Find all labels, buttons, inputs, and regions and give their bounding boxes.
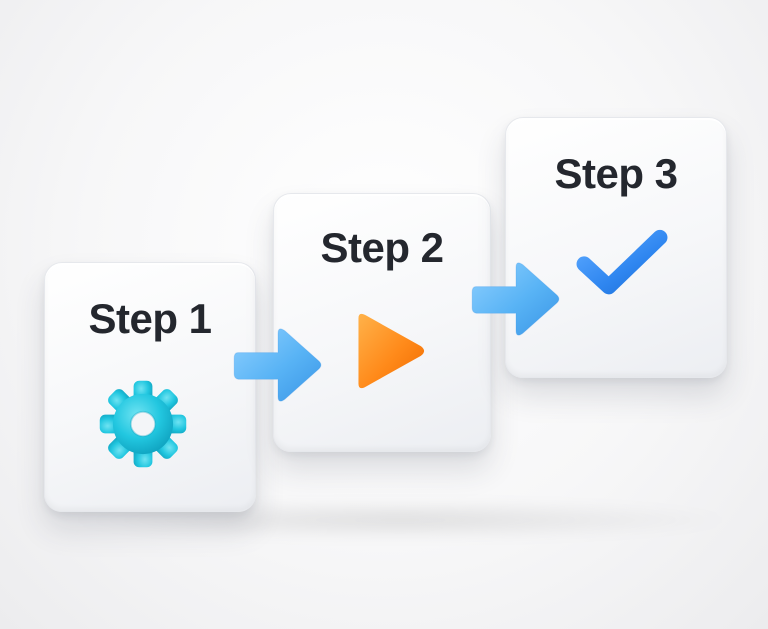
step-2-card: Step 2 [273, 193, 491, 452]
step-2-label: Step 2 [320, 224, 444, 271]
arrow-right-icon [233, 328, 322, 402]
gear-icon [99, 380, 187, 468]
step-3-card: Step 3 [505, 117, 727, 378]
step-1-label: Step 1 [88, 295, 212, 342]
play-icon [358, 313, 425, 389]
step-3-label: Step 3 [554, 150, 678, 197]
checkmark-icon [576, 229, 668, 295]
arrow-right-icon [471, 262, 560, 336]
